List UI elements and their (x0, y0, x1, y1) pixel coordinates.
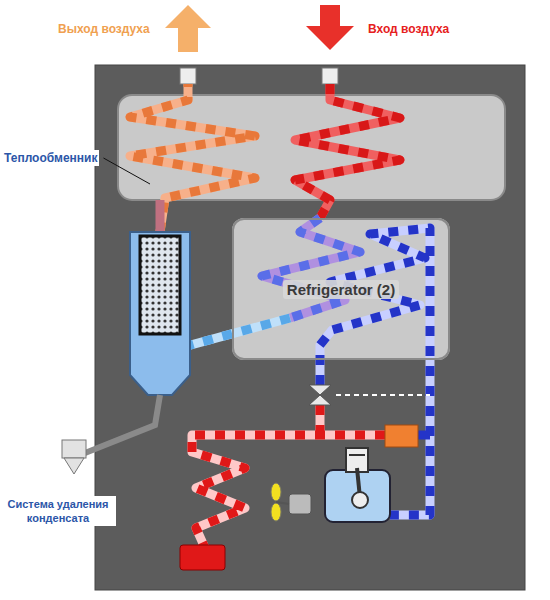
drain-trap (62, 440, 86, 474)
air-label: Выход воздуха (58, 22, 150, 36)
separator-filter (140, 236, 180, 334)
refrigerator-box: Refrigerator (2) (232, 218, 450, 360)
expansion-valve (309, 385, 331, 405)
leader-line (103, 158, 150, 184)
separator (130, 232, 190, 395)
inlet-fitting (322, 68, 338, 84)
exchanger-label: Теплообменник (2, 150, 99, 166)
drain-pipe (80, 395, 160, 455)
fan (271, 483, 311, 521)
receiver (180, 545, 225, 570)
outlet-arrow (165, 5, 211, 52)
filter-drier (385, 425, 418, 447)
compressor (325, 448, 390, 522)
refrigerant-circuit (192, 228, 430, 548)
node-text: Refrigerator (2) (283, 280, 399, 299)
air-label: Вход воздуха (368, 22, 449, 36)
drain-label: Система удаления конденсата (0, 496, 116, 526)
inlet-arrow (306, 5, 354, 50)
housing (95, 65, 525, 590)
refrigerator-fill (232, 218, 450, 360)
outlet-fitting (180, 68, 196, 84)
